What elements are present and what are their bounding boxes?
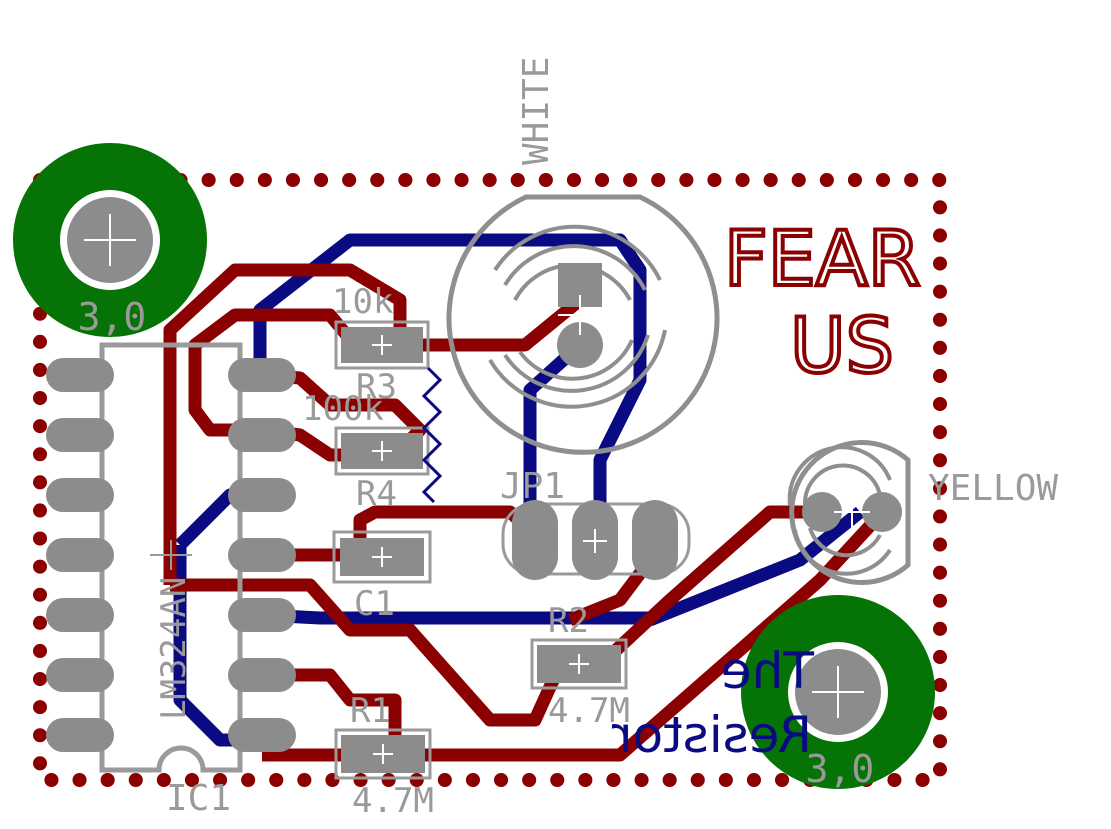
zigzag-trace	[421, 366, 443, 504]
crosshair-icon	[84, 214, 136, 266]
header-pin	[512, 500, 558, 580]
ic-pad	[46, 718, 114, 752]
ic-pad	[46, 658, 114, 692]
r1-value-label: 4.7M	[352, 781, 434, 821]
ic-pad	[46, 478, 114, 512]
ic-silkscreen-outline	[99, 342, 243, 773]
board-title-line1: FEAR	[724, 214, 921, 303]
top-trace	[415, 294, 585, 352]
capacitor-c1[interactable]: C1	[332, 530, 432, 624]
ic-pad	[46, 538, 114, 572]
jp1-name-label: JP1	[500, 466, 565, 507]
crosshair-icon	[558, 295, 602, 335]
mount-hole-bottom-right[interactable]: 3,0	[741, 595, 935, 791]
r3-value-label: 10k	[332, 282, 393, 322]
ic-right-pads	[228, 358, 296, 752]
ic-pad	[228, 658, 296, 692]
crosshair-icon	[812, 666, 864, 718]
ic-pad	[228, 718, 296, 752]
led-yellow[interactable]: YELLOW	[787, 440, 1059, 585]
bottom-text-line2: Resistor	[612, 706, 812, 764]
led-pad	[802, 492, 842, 532]
r4-name-label: R4	[356, 474, 397, 514]
board-title-line2: US	[790, 301, 894, 390]
ic-pad	[228, 538, 296, 572]
led-cathode-pad	[557, 322, 603, 368]
top-trace	[262, 510, 885, 762]
ic1-lm324an[interactable]: LM324AN IC1	[46, 342, 296, 819]
component-outline	[530, 638, 628, 690]
ic-left-pads	[46, 358, 114, 752]
crosshair-icon	[372, 441, 392, 461]
header-jp1[interactable]: JP1	[500, 466, 691, 580]
r4-value-label: 100k	[302, 389, 384, 429]
bottom-silk-text: The Resistor	[612, 642, 815, 764]
ic1-name-label: IC1	[166, 778, 231, 819]
ic-pad	[46, 598, 114, 632]
ic1-value-label: LM324AN	[154, 577, 194, 720]
led-pad	[862, 492, 902, 532]
board-outline	[33, 173, 947, 787]
header-pin	[632, 500, 678, 580]
resistor-r3[interactable]: 10k R3	[332, 282, 430, 407]
ic-pad	[46, 358, 114, 392]
component-outline	[334, 728, 432, 780]
crosshair-icon	[583, 529, 607, 553]
r2-value-label: 4.7M	[548, 691, 630, 731]
resistor-r2[interactable]: R2 4.7M	[530, 601, 630, 731]
bottom-text-line1: The	[721, 642, 815, 700]
crosshair-icon	[373, 744, 393, 764]
r3-name-label: R3	[356, 367, 397, 407]
mount-label: 3,0	[78, 295, 147, 339]
led-outline	[789, 440, 911, 585]
ic-pad	[46, 418, 114, 452]
r1-name-label: R1	[350, 691, 391, 731]
resistor-r4[interactable]: 100k R4	[302, 389, 430, 514]
ic-pad	[228, 418, 296, 452]
led-rings	[488, 224, 667, 409]
component-outline	[332, 530, 432, 584]
top-trace	[170, 578, 566, 727]
crosshair-icon	[372, 335, 392, 355]
led-outline	[446, 194, 720, 455]
top-trace	[595, 505, 820, 670]
ic-pad	[228, 478, 296, 512]
component-outline	[334, 320, 430, 370]
top-trace	[262, 668, 402, 760]
mount-label: 3,0	[806, 747, 875, 791]
ic-pad	[228, 598, 296, 632]
c1-name-label: C1	[354, 584, 395, 624]
led-white[interactable]: WHITE	[446, 57, 720, 455]
resistor-r1[interactable]: R1 4.7M	[334, 691, 434, 821]
top-trace	[163, 263, 407, 585]
crosshair-icon	[372, 547, 392, 567]
mount-hole-top-left[interactable]: 3,0	[13, 143, 207, 339]
crosshair-icon	[150, 540, 192, 570]
crosshair-icon	[569, 654, 589, 674]
led-white-label: WHITE	[516, 57, 557, 165]
r2-name-label: R2	[548, 601, 589, 641]
led-yellow-label: YELLOW	[928, 468, 1058, 509]
led-rings	[787, 445, 892, 576]
crosshair-icon	[834, 494, 870, 530]
bottom-trace	[253, 233, 647, 525]
ic-pad	[228, 358, 296, 392]
component-outline	[334, 426, 430, 476]
bottom-trace	[647, 506, 865, 627]
